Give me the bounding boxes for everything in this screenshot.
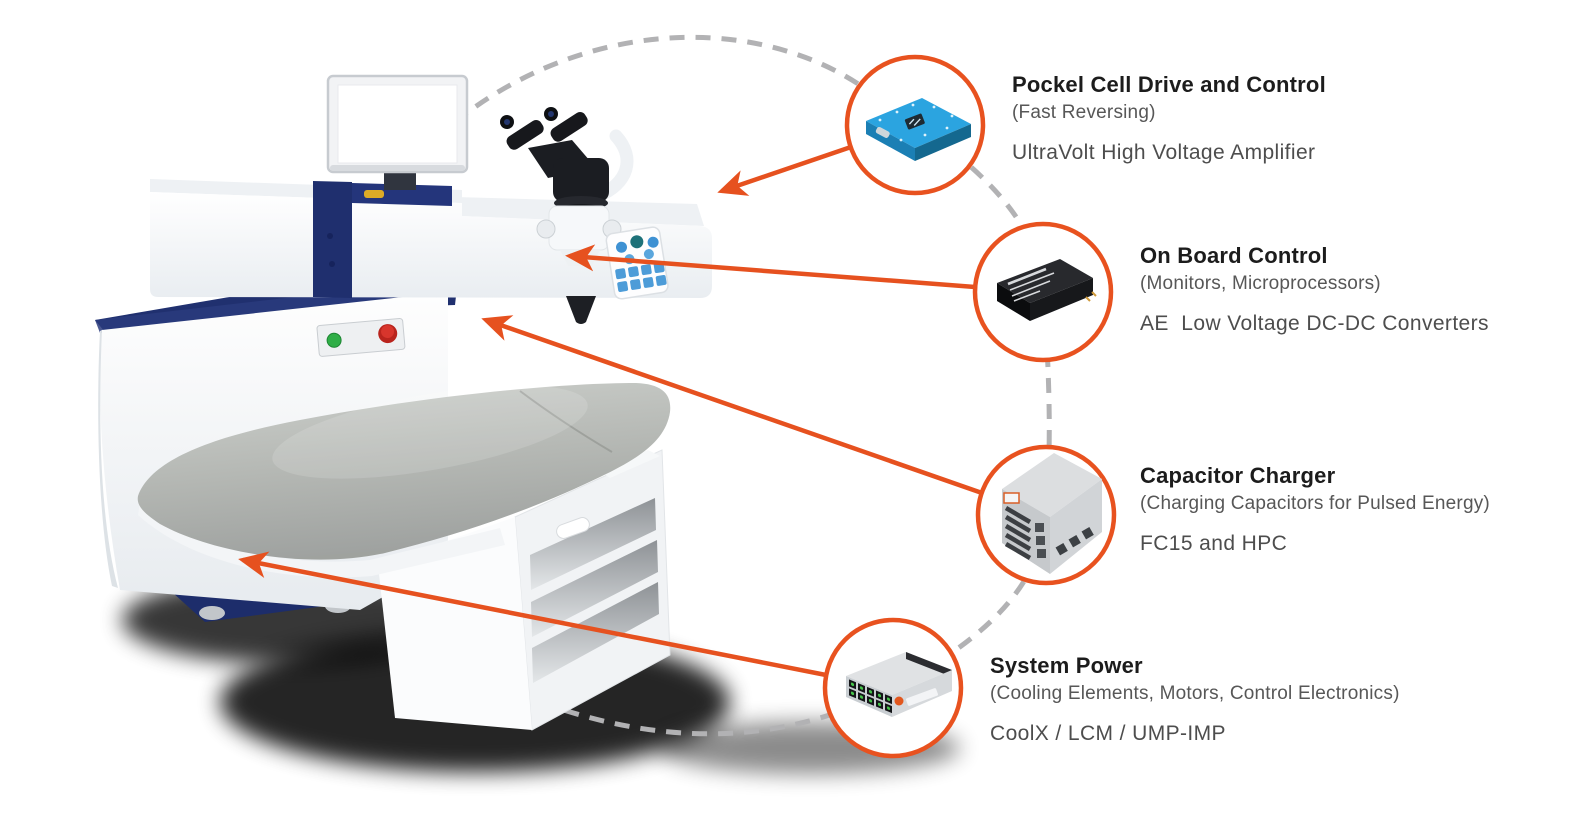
callout-products: CoolX / LCM / UMP-IMP (990, 722, 1226, 745)
callout-circle-on-board-control (972, 221, 1114, 363)
keypad-ready-button[interactable] (629, 234, 644, 249)
callout-system-power: System Power (Cooling Elements, Motors, … (990, 653, 1584, 746)
callout-arrows (238, 144, 983, 678)
dashed-connector-path (453, 34, 1052, 737)
keypad-square-buttons[interactable] (615, 262, 667, 292)
callout-on-board-control: On Board Control (Monitors, Microprocess… (1140, 243, 1584, 336)
navy-stripe (313, 181, 352, 298)
callout-subtitle: (Cooling Elements, Motors, Control Elect… (990, 683, 1400, 704)
ultravolt-amplifier-module-icon (866, 98, 971, 161)
keypad-round-button[interactable] (643, 248, 654, 260)
callout-subtitle: (Charging Capacitors for Pulsed Energy) (1140, 493, 1490, 514)
arrow-to-laser-cavity (481, 315, 983, 496)
drawer-cabinet (378, 449, 671, 731)
dc-dc-converter-module-icon (997, 259, 1097, 321)
objective-lens (566, 296, 596, 324)
arrow-to-keypad (565, 244, 976, 290)
cushion-seam (519, 390, 613, 453)
callout-subtitle: (Fast Reversing) (1012, 102, 1156, 123)
callout-circle-pockel-cell (844, 54, 986, 196)
capacitor-charger-supply-icon (1002, 453, 1102, 574)
monitor-screen (337, 84, 458, 164)
cabinet-control-plate (316, 317, 406, 357)
keypad-round-button[interactable] (615, 241, 628, 254)
callout-title: On Board Control (1140, 243, 1328, 268)
drawer-front[interactable] (530, 498, 656, 590)
cabinet-foot (199, 606, 225, 620)
drawer-handle[interactable] (555, 516, 592, 541)
callout-products: FC15 and HPC (1140, 532, 1288, 555)
focus-knob[interactable] (536, 219, 556, 239)
callout-pockel-cell: Pockel Cell Drive and Control (Fast Reve… (1012, 72, 1584, 165)
power-button[interactable] (326, 332, 342, 348)
callout-title: Capacitor Charger (1140, 463, 1336, 488)
bed-cushion (137, 383, 671, 560)
callout-circle-system-power (822, 617, 964, 759)
arrow-to-laser-arm (717, 144, 852, 196)
keypad-round-button[interactable] (647, 236, 660, 249)
callout-circle-capacitor-charger (975, 444, 1117, 586)
patient-bed (137, 383, 671, 578)
callout-products: AE Low Voltage DC-DC Converters (1140, 312, 1489, 335)
callout-products: UltraVolt High Voltage Amplifier (1012, 141, 1316, 164)
callout-title: Pockel Cell Drive and Control (1012, 72, 1326, 97)
callout-title: System Power (990, 653, 1143, 678)
display-monitor (326, 74, 469, 190)
drawer-front[interactable] (531, 540, 658, 637)
arrow-to-cabinet-base (238, 551, 827, 678)
callout-capacitor-charger: Capacitor Charger (Charging Capacitors f… (1140, 463, 1584, 556)
modular-power-supply-icon (846, 652, 952, 717)
brand-logo-mark (364, 190, 384, 198)
callout-subtitle: (Monitors, Microprocessors) (1140, 273, 1381, 294)
drawer-front[interactable] (532, 582, 659, 683)
